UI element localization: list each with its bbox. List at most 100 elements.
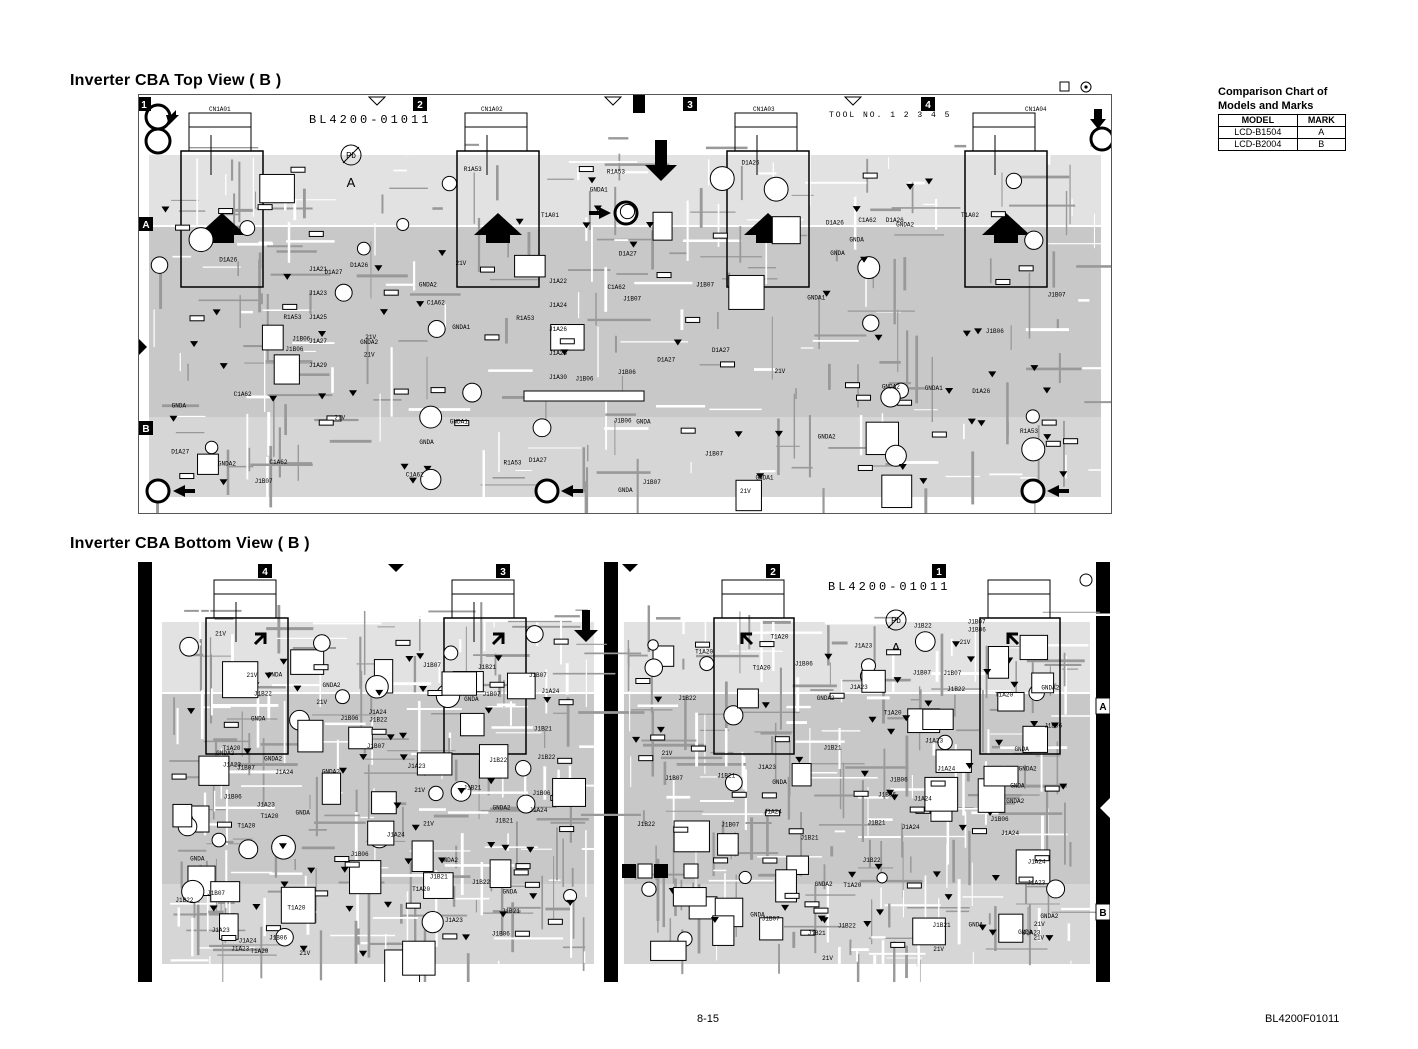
- component-label: GNDA2: [1006, 798, 1024, 805]
- capacitor: [1024, 230, 1044, 250]
- component-label: GNDA: [268, 671, 283, 678]
- component-label: GNDA2: [815, 881, 833, 888]
- bottom-components: [171, 625, 1068, 982]
- component-label: J1B07: [913, 670, 931, 677]
- ic-package: [172, 803, 193, 828]
- connector: [721, 579, 785, 595]
- connector: [188, 112, 252, 128]
- component-label: GNDA2: [817, 695, 835, 702]
- component-label: GNDA2: [218, 460, 236, 467]
- bottom-labels: T1A20GNDAGNDA221VJ1B06J1B07J1B21J1B22J1A…: [175, 618, 1062, 962]
- resistor: [886, 649, 902, 656]
- component-label: GNDA: [190, 855, 205, 862]
- arrow-icon: [491, 632, 505, 646]
- component-label: J1B21: [808, 930, 826, 937]
- copper-pour: [624, 694, 1090, 884]
- pb-mark-sub: A: [347, 175, 356, 190]
- mark-cell: B: [1296, 138, 1347, 151]
- component-label: J1B22: [537, 754, 555, 761]
- diode: [1043, 434, 1052, 441]
- resistor: [371, 728, 387, 735]
- resistor: [514, 930, 530, 937]
- diode: [977, 420, 986, 427]
- section-number: 3: [687, 100, 693, 111]
- resistor: [559, 338, 575, 345]
- section-marker: [413, 97, 427, 111]
- component-label: 21V: [1034, 921, 1045, 928]
- ic-package: [912, 917, 946, 946]
- diode: [384, 901, 393, 908]
- connector-label: CN1A01: [209, 106, 231, 113]
- component-label: J1B22: [175, 897, 193, 904]
- ic-package: [652, 211, 673, 241]
- mount-hole: [144, 127, 172, 155]
- component-label: GNDA: [296, 810, 311, 817]
- comparison-chart-title-line2: Models and Marks: [1218, 100, 1314, 112]
- bottom-connectors: [213, 579, 1051, 618]
- ic-package: [261, 324, 284, 351]
- diode: [419, 685, 428, 692]
- component-label: J1B21: [717, 773, 735, 780]
- resistor: [427, 690, 443, 697]
- arrow-icon: [1090, 109, 1106, 129]
- diode: [978, 924, 987, 931]
- component-label: J1B06: [292, 336, 310, 343]
- section-marker: [496, 564, 510, 578]
- component-label: J1B22: [472, 879, 490, 886]
- component-label: J1B07: [1048, 292, 1066, 299]
- diode: [924, 178, 933, 185]
- diode: [416, 653, 425, 660]
- section-number: 4: [925, 100, 931, 111]
- resistor: [685, 316, 701, 323]
- resistor: [712, 232, 728, 239]
- diode: [280, 881, 289, 888]
- component-label: GNDA2: [1019, 766, 1037, 773]
- capacitor: [396, 217, 410, 232]
- arrow-icon: [982, 213, 1030, 243]
- resistor: [1018, 265, 1034, 272]
- component-label: T1A20: [260, 813, 278, 820]
- ic-package: [881, 474, 913, 509]
- diode: [359, 950, 368, 957]
- diode: [646, 221, 655, 228]
- ic-package: [998, 913, 1024, 943]
- diode: [967, 418, 976, 425]
- top-copper-areas: [149, 155, 1101, 497]
- jumper-label: J1A23: [309, 290, 327, 297]
- resistor: [175, 224, 191, 231]
- component-label: 21V: [740, 488, 751, 495]
- component-label: J1A23: [212, 927, 230, 934]
- section-marker: [932, 564, 946, 578]
- table-row: LCD-B2004 B: [1218, 138, 1347, 151]
- corner-icons: [1058, 80, 1094, 94]
- header-model: MODEL: [1218, 114, 1298, 127]
- diode: [438, 857, 447, 864]
- resistor: [489, 681, 505, 688]
- component-label: J1B07: [696, 282, 714, 289]
- resistor: [765, 810, 781, 817]
- section-number: 1: [936, 567, 942, 578]
- diode: [416, 301, 425, 308]
- ic-package: [552, 777, 587, 807]
- resistor: [484, 334, 500, 341]
- square-icon: [1059, 81, 1070, 92]
- ic-package: [198, 755, 230, 786]
- section-marker: [683, 97, 697, 111]
- diode: [457, 787, 466, 794]
- resistor: [930, 780, 946, 787]
- resistor: [223, 721, 239, 728]
- diode: [299, 945, 308, 952]
- section-number: 2: [770, 567, 776, 578]
- copper-pour: [149, 227, 1101, 417]
- bottom-traces: [169, 600, 1110, 982]
- component-label: J1B22: [838, 922, 856, 929]
- diode: [187, 708, 196, 715]
- resistor: [673, 826, 689, 833]
- capacitor: [1046, 879, 1066, 899]
- component-label: J1A23: [257, 801, 275, 808]
- component-label: J1B07: [255, 478, 273, 485]
- left-rail: [138, 562, 152, 982]
- diode: [209, 905, 218, 912]
- comparison-chart-title-line1: Comparison Chart of: [1218, 86, 1328, 98]
- mount-hole: [1089, 126, 1111, 152]
